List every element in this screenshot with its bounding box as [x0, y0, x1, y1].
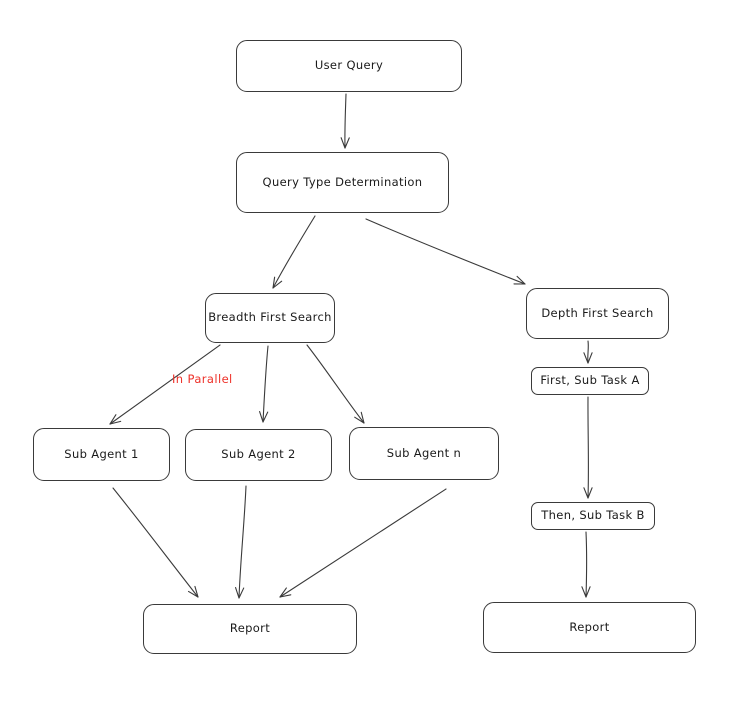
node-label-then-sub-task-b: Then, Sub Task B: [541, 508, 645, 523]
node-label-breadth-first: Breadth First Search: [208, 310, 332, 325]
arrowhead-stroke-1: [109, 420, 122, 425]
arrowhead-stroke-0: [235, 587, 240, 599]
arrowhead-stroke-1: [344, 137, 350, 149]
node-label-user-query: User Query: [314, 58, 384, 73]
arrowhead-stroke-1: [279, 594, 292, 598]
arrowhead-stroke-0: [187, 590, 199, 598]
edge-first-sub-task-to-then-sub-task: [583, 396, 593, 499]
arrowhead-stroke-1: [262, 411, 269, 423]
node-label-first-sub-task-a: First, Sub Task A: [540, 373, 640, 388]
arrowhead-stroke-0: [583, 352, 589, 364]
arrowhead-stroke-0: [581, 586, 587, 598]
arrowhead-stroke-1: [585, 586, 591, 598]
node-report-right[interactable]: Report: [483, 602, 696, 653]
node-depth-first[interactable]: Depth First Search: [526, 288, 669, 339]
edge-label-in-parallel: In Parallel: [172, 372, 233, 386]
arrowhead-stroke-0: [279, 587, 287, 598]
node-query-type[interactable]: Query Type Determination: [236, 152, 449, 213]
arrowhead-stroke-1: [272, 280, 283, 289]
edge-breadth-first-to-sub-agent-2: [259, 345, 269, 423]
arrowhead-stroke-1: [587, 487, 593, 499]
arrowhead-stroke-0: [340, 137, 346, 149]
arrowhead-stroke-1: [587, 352, 593, 364]
node-sub-agent-2[interactable]: Sub Agent 2: [185, 429, 332, 481]
edge-breadth-first-to-sub-agent-n: [306, 344, 365, 424]
arrowhead-stroke-0: [272, 276, 276, 289]
edge-query-type-to-breadth-first: [272, 215, 316, 289]
node-breadth-first[interactable]: Breadth First Search: [205, 293, 335, 343]
arrowhead-stroke-1: [194, 585, 199, 598]
arrowhead-stroke-0: [583, 487, 589, 499]
edge-user-query-to-query-type: [340, 93, 350, 149]
edge-depth-first-to-first-sub-task: [583, 340, 593, 364]
node-sub-agent-n[interactable]: Sub Agent n: [349, 427, 499, 480]
edge-sub-agent-n-to-report: [279, 488, 447, 598]
node-label-report-right: Report: [569, 619, 610, 634]
arrowhead-stroke-0: [259, 410, 264, 423]
node-first-sub-task-a[interactable]: First, Sub Task A: [531, 367, 649, 395]
edge-sub-agent-2-to-report: [235, 485, 247, 599]
arrowhead-stroke-0: [109, 414, 117, 425]
node-label-sub-agent-n: Sub Agent n: [386, 445, 462, 460]
node-label-sub-agent-1: Sub Agent 1: [64, 446, 139, 461]
edge-query-type-to-depth-first: [365, 218, 526, 285]
node-label-query-type: Query Type Determination: [262, 174, 423, 189]
node-user-query[interactable]: User Query: [236, 40, 462, 92]
arrowhead-stroke-1: [516, 275, 526, 285]
node-report-left[interactable]: Report: [143, 604, 357, 654]
arrowhead-stroke-0: [354, 416, 365, 424]
edge-then-sub-task-to-report: [581, 531, 591, 598]
node-sub-agent-1[interactable]: Sub Agent 1: [33, 428, 170, 481]
node-label-report-left: Report: [229, 621, 271, 636]
edge-sub-agent-1-to-report: [112, 487, 199, 598]
arrowhead-stroke-1: [238, 587, 245, 599]
node-label-depth-first: Depth First Search: [541, 305, 654, 320]
node-then-sub-task-b[interactable]: Then, Sub Task B: [531, 502, 655, 530]
node-label-sub-agent-2: Sub Agent 2: [221, 447, 296, 462]
arrowhead-stroke-1: [360, 411, 365, 424]
